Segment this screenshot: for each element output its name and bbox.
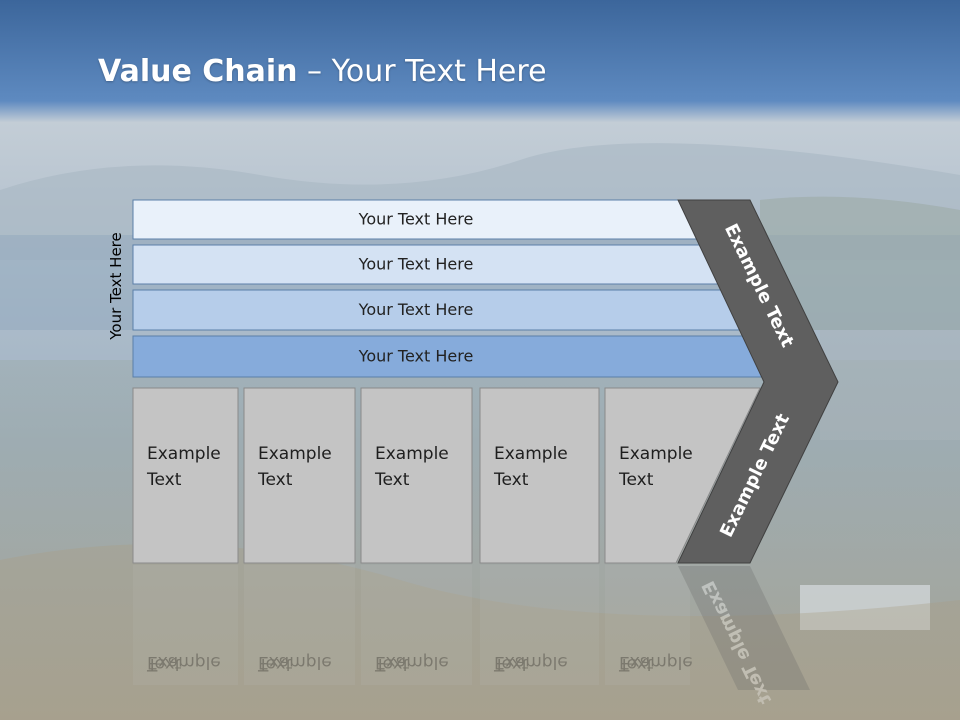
box-reflection-shape <box>605 565 690 685</box>
example-box-line1: Example <box>258 444 332 464</box>
example-box-line1: Example <box>494 444 568 464</box>
example-box-line2: Text <box>257 470 293 490</box>
text-bar-3[interactable]: Your Text Here <box>132 289 753 331</box>
example-box-line2: Text <box>146 470 182 490</box>
text-bar-label: Your Text Here <box>358 210 474 229</box>
box-reflection-line2: Text <box>374 654 410 674</box>
chevron-shape <box>677 199 839 564</box>
box-reflection-line2: Text <box>257 654 293 674</box>
text-bar-4[interactable]: Your Text Here <box>132 335 775 378</box>
example-box-shape <box>360 387 473 564</box>
example-box-line2: Text <box>618 470 654 490</box>
chevron-reflection-shape <box>678 566 810 690</box>
box-reflection-line1: Example <box>147 652 221 672</box>
box-reflection-shape <box>480 565 599 685</box>
text-bar-2[interactable]: Your Text Here <box>132 244 731 285</box>
text-bar-1[interactable]: Your Text Here <box>132 199 710 240</box>
example-box-line1: Example <box>375 444 449 464</box>
box-reflection-line2: Text <box>146 654 182 674</box>
example-box-shape <box>243 387 356 564</box>
example-box-shape <box>479 387 600 564</box>
slide-title: Value Chain – Your Text Here <box>98 54 547 89</box>
text-bar-label: Your Text Here <box>358 300 474 319</box>
example-box-line1: Example <box>147 444 221 464</box>
box-reflection-line1: Example <box>258 652 332 672</box>
box-reflection-shape <box>244 565 355 685</box>
text-bar-label: Your Text Here <box>358 347 474 366</box>
title-rest: – Your Text Here <box>297 54 547 89</box>
box-reflection-line1: Example <box>619 652 693 672</box>
example-box-shape <box>604 387 761 564</box>
box-reflection-line1: Example <box>375 652 449 672</box>
boxes-group: ExampleTextExampleTextExampleTextExample… <box>132 387 761 564</box>
side-label: Your Text Here <box>107 232 125 340</box>
title-bold: Value Chain <box>98 54 298 89</box>
example-box-shape <box>132 387 239 564</box>
box-reflection-line1: Example <box>494 652 568 672</box>
example-box-line1: Example <box>619 444 693 464</box>
box-reflection-shape <box>361 565 472 685</box>
box-reflection-shape <box>133 565 238 685</box>
box-reflection-line2: Text <box>493 654 529 674</box>
text-bar-label: Your Text Here <box>358 255 474 274</box>
box-reflection-line2: Text <box>618 654 654 674</box>
chevron-reflection: Example Text <box>678 566 810 708</box>
example-box-line2: Text <box>493 470 529 490</box>
example-box-line2: Text <box>374 470 410 490</box>
